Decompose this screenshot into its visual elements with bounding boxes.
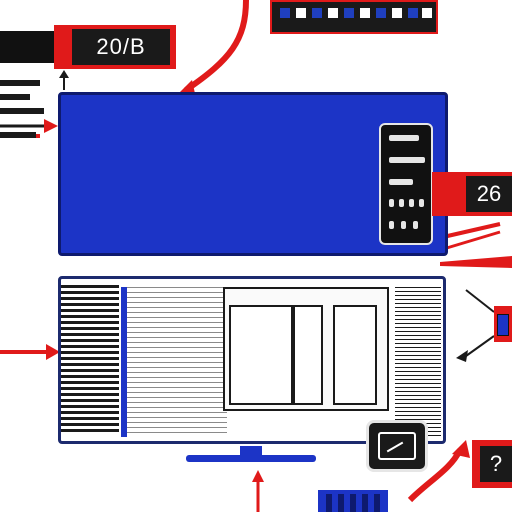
board-control-panel [379, 123, 433, 245]
monitor-window [58, 276, 446, 444]
monitor-blue-strip [121, 287, 127, 437]
label-text-bottom-right: ? [480, 446, 512, 482]
screen-chat-icon [366, 420, 428, 472]
left-stack-icon [0, 72, 48, 156]
pane-right [333, 305, 377, 405]
arrowhead-left-monitor-icon [46, 344, 60, 360]
arrowhead-up-icon [59, 70, 69, 78]
arrow-top-into-board-icon [184, 0, 249, 93]
label-card-bottom-right: ? [472, 440, 512, 488]
label-text-top-left: 20/B [72, 29, 170, 65]
pane-middle [293, 305, 323, 405]
monitor-pane-frame [223, 287, 389, 411]
arrowhead-left-board-icon [44, 119, 58, 133]
monitor-sidebar [61, 285, 119, 435]
monitor-text-lines [127, 287, 227, 437]
arrowhead-up-bottom-icon [252, 470, 264, 482]
circuit-board-panel [58, 92, 448, 256]
label-text-right: 26 [466, 176, 512, 212]
arrowhead-bottom-right-icon [452, 440, 470, 458]
bottom-thumbnail-strip [318, 490, 388, 512]
pane-left [229, 305, 293, 405]
arrowhead-back-icon [456, 350, 468, 362]
monitor-stand [186, 446, 316, 462]
label-card-right: 26 [432, 172, 512, 216]
label-card-top-left: 20/B [0, 25, 176, 69]
label-bracket [0, 31, 60, 63]
top-thumbnail-strip [270, 0, 438, 34]
monitor-right-lines [395, 287, 441, 437]
small-device-icon [494, 306, 512, 342]
